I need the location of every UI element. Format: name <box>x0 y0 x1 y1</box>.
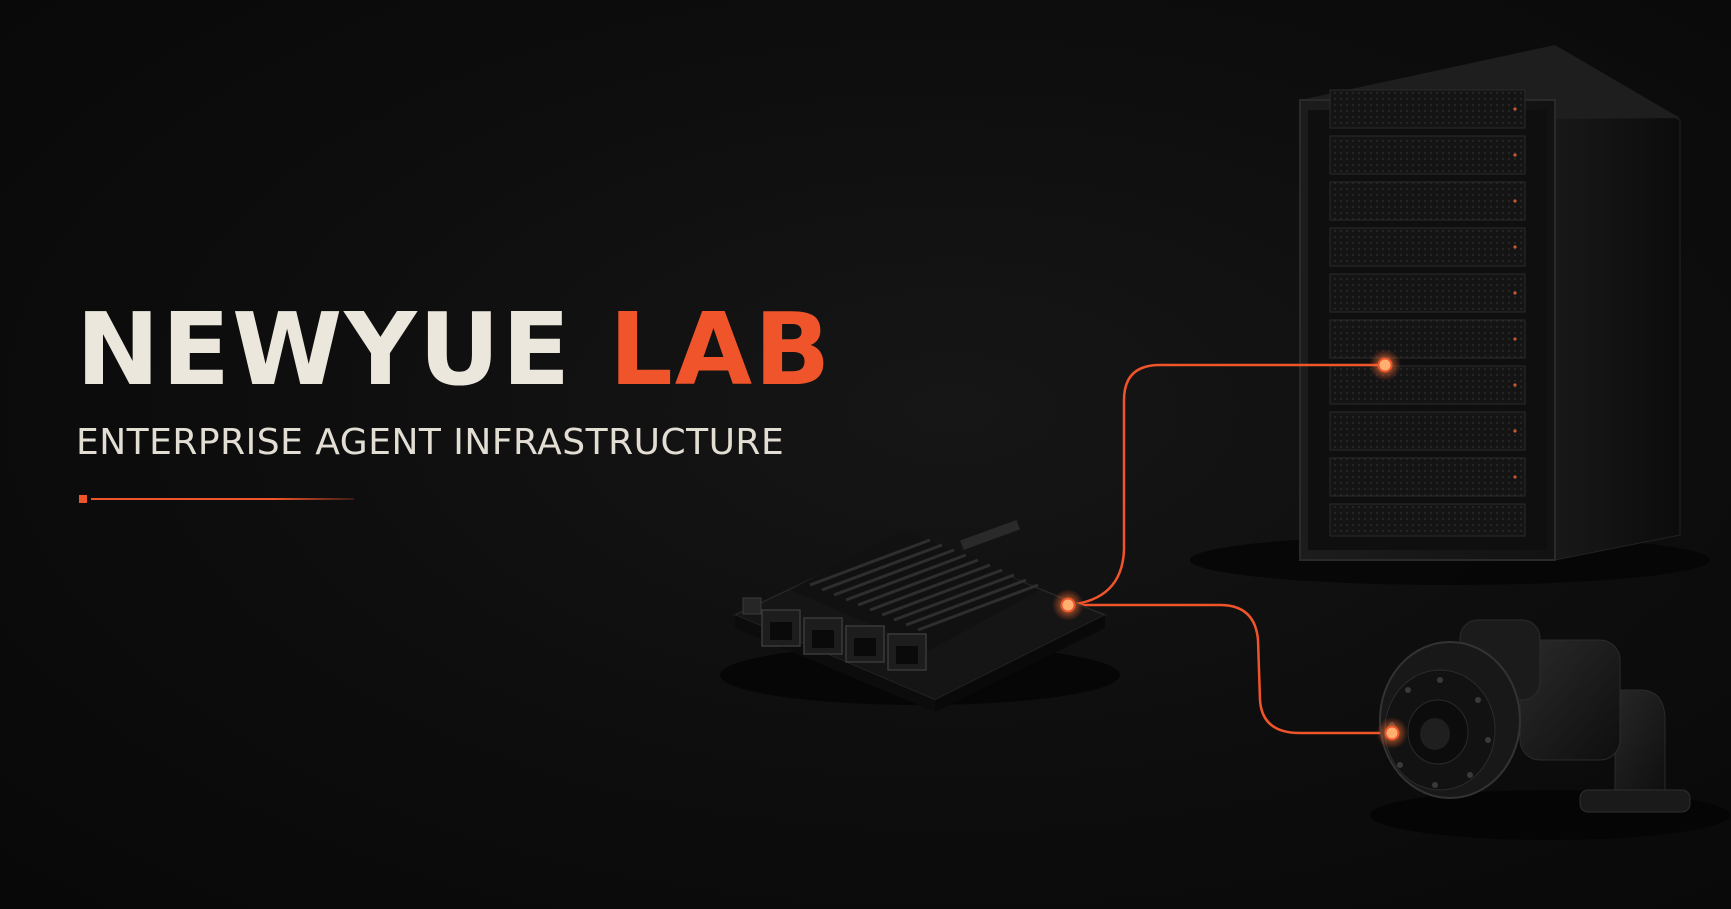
board-node-icon <box>1060 597 1076 613</box>
brand-block: NEWYUE LAB ENTERPRISE AGENT INFRASTRUCTU… <box>76 300 832 464</box>
robotic-actuator-icon <box>1370 619 1730 840</box>
server-node-icon <box>1377 357 1393 373</box>
connection-cables <box>1067 363 1392 735</box>
actuator-node-icon <box>1384 725 1400 741</box>
brand-title: NEWYUE LAB <box>76 300 832 400</box>
edge-compute-board-icon <box>720 520 1120 712</box>
server-rack-icon <box>1190 45 1710 585</box>
tagline: ENTERPRISE AGENT INFRASTRUCTURE <box>76 422 785 463</box>
divider-line <box>91 498 354 500</box>
connection-nodes <box>1052 349 1408 749</box>
brand-name-primary: NEWYUE <box>76 291 573 408</box>
brand-name-accent: LAB <box>609 291 833 408</box>
heatsink-fins <box>809 538 1039 632</box>
board-to-server-cable <box>1067 363 1385 607</box>
accent-divider <box>79 495 354 503</box>
server-slots <box>1329 89 1526 537</box>
divider-dot <box>79 495 87 503</box>
board-to-actuator-cable <box>1068 603 1392 735</box>
ethernet-ports <box>761 609 927 671</box>
